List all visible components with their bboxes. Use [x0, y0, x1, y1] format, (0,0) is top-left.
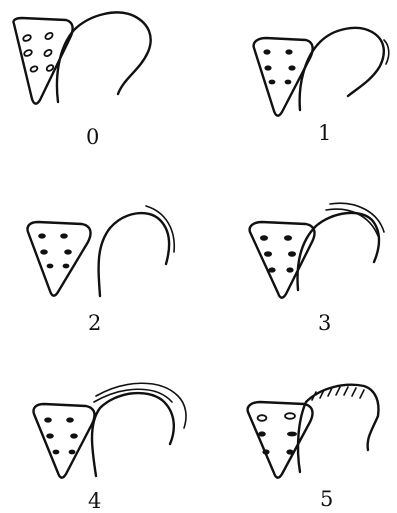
sesamoid-spot	[284, 235, 292, 241]
sesamoid-spot	[47, 264, 54, 269]
panel-5: 5	[248, 385, 379, 511]
grade-label: 0	[86, 125, 99, 149]
sesamoid-hole	[258, 415, 267, 421]
sesamoid-hole	[23, 49, 32, 57]
sesamoid-spot	[38, 233, 46, 238]
sesamoid-hole	[30, 65, 39, 72]
sesamoid-spot	[288, 251, 296, 257]
sesamoid-spot	[44, 417, 52, 422]
sesamoid-spot	[40, 249, 48, 254]
sesamoid-spot	[66, 417, 74, 422]
sesamoid-spot	[258, 431, 266, 436]
sesamoid-spot	[70, 433, 78, 438]
sesamoid-hole	[43, 49, 53, 58]
panel-4: 4	[33, 383, 186, 513]
panel-3: 3	[250, 203, 384, 335]
sesamoid-outline	[254, 38, 313, 116]
sesamoid-spot	[285, 80, 292, 85]
sesamoid-spot	[260, 235, 268, 241]
sesamoid-spot	[286, 267, 293, 272]
sesamoid-hole	[44, 32, 54, 41]
sesamoid-spot	[64, 249, 72, 254]
grade-label: 4	[88, 489, 101, 513]
metatarsal-head-outline	[57, 12, 151, 102]
grade-label: 3	[318, 311, 331, 335]
panel-0: 0	[13, 12, 150, 149]
sesamoid-spot	[60, 233, 68, 238]
sesamoid-outline	[13, 18, 72, 104]
sesamoid-outline	[27, 222, 90, 296]
sesamoid-spot	[287, 432, 297, 437]
sesamoid-spot	[264, 251, 272, 257]
metatarsal-head-outline	[92, 393, 174, 476]
metatarsal-head-outline	[99, 213, 170, 296]
sesamoid-hole	[285, 413, 295, 419]
sesamoid-outline	[250, 222, 315, 298]
sesamoid-spot	[53, 450, 60, 455]
sesamoid-spot	[69, 450, 76, 455]
sesamoid-spot	[263, 49, 270, 54]
grade-label: 1	[318, 121, 331, 145]
panel-2: 2	[27, 206, 174, 335]
sesamoid-spot	[269, 80, 276, 85]
sesamoid-spot	[285, 49, 292, 54]
sesamoid-spot	[46, 433, 54, 438]
sesamoid-spot	[288, 65, 295, 70]
metatarsal-head-outline	[298, 385, 378, 472]
grade-label: 5	[320, 487, 333, 511]
sesamoid-spot	[63, 264, 70, 269]
sesamoid-spot	[264, 65, 271, 70]
hatched-region	[312, 387, 364, 400]
sesamoid-outline	[33, 404, 94, 478]
metatarsal-head-outline	[300, 28, 384, 110]
sesamoid-hole	[22, 34, 31, 42]
panel-1: 1	[254, 28, 389, 145]
sesamoid-spot	[268, 267, 275, 272]
sesamoid-spot	[262, 449, 269, 454]
grade-label: 2	[88, 311, 101, 335]
sesamoid-spot	[286, 449, 293, 454]
